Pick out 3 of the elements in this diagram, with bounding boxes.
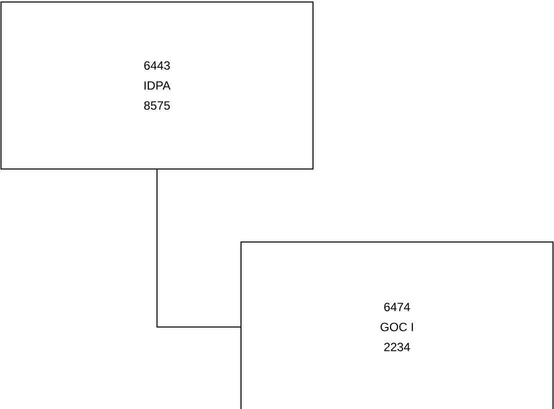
connector-line <box>156 169 241 328</box>
text-box: 6474 GOC I 2234 <box>240 241 554 409</box>
text-box: 6443 IDPA 8575 <box>0 2 314 170</box>
